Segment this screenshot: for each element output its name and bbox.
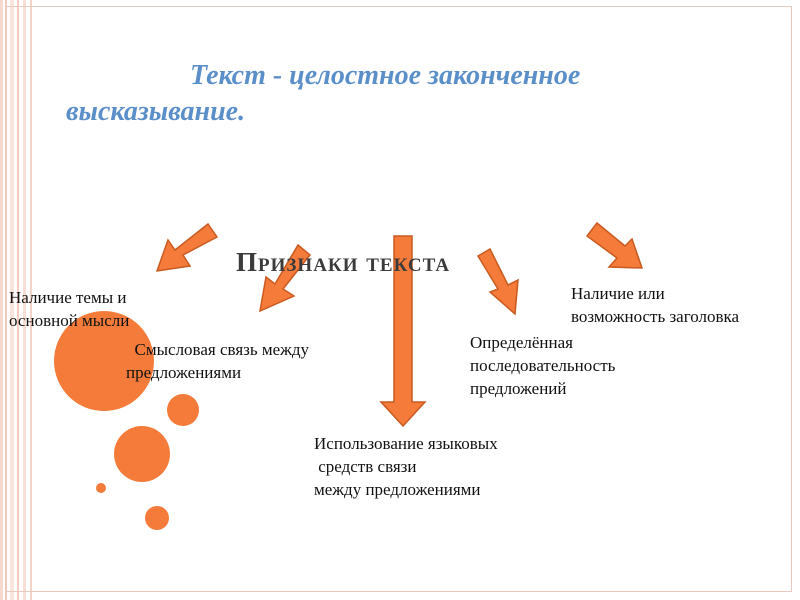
feature-label-theme: Наличие темы и основной мысли: [9, 288, 130, 330]
arrow-right-icon: [585, 221, 644, 269]
title-line-2: высказывание.: [66, 96, 246, 127]
medium-large-circle: [114, 426, 170, 482]
small-circle: [96, 483, 106, 493]
decorative-circles: [54, 311, 199, 530]
medium-circle: [167, 394, 199, 426]
slide-title: Текст - целостное законченное высказыван…: [66, 58, 706, 130]
title-line-1: Текст - целостное законченное: [190, 60, 581, 91]
small-medium-circle: [145, 506, 169, 530]
arrows: [155, 221, 644, 428]
arrow-center-right-icon: [476, 247, 519, 316]
large-circle: [54, 311, 154, 411]
slide-frame: [6, 6, 792, 592]
feature-label-sequence: Определённая последовательность предложе…: [470, 333, 616, 398]
diagram-heading: Признаки текста: [236, 247, 451, 277]
arrow-down-icon: [379, 235, 427, 428]
feature-label-semantic-link: Смысловая связь между предложениями: [126, 340, 310, 382]
feature-label-title: Наличие или возможность заголовка: [571, 284, 740, 326]
feature-label-language-means: Использование языковых средств связи меж…: [314, 434, 498, 499]
arrow-center-left-icon: [259, 243, 312, 313]
arrow-left-icon: [155, 222, 219, 272]
